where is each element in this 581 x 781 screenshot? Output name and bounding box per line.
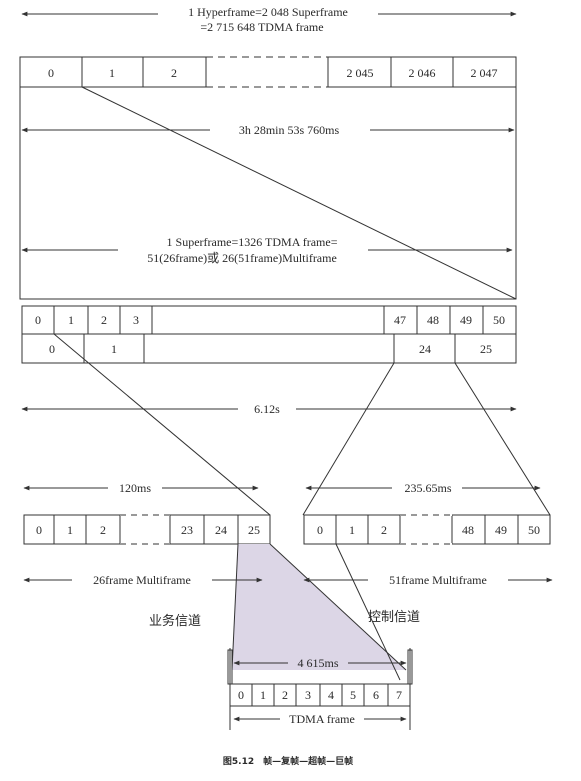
- superframe-cell-label: 0: [49, 342, 55, 356]
- tdma-slot-label: 4: [328, 688, 334, 702]
- multiframe51-cell-label: 2: [381, 523, 387, 537]
- multiframe51-duration: 235.65ms: [404, 481, 451, 495]
- control-channel-label: 控制信道: [368, 609, 420, 624]
- superframe-cell-label: 24: [419, 342, 431, 356]
- tdma-slot-label: 6: [373, 688, 379, 702]
- superframe-row-51: [21, 305, 517, 335]
- superframe-cell-label: 0: [35, 313, 41, 327]
- traffic-zoom-line-right: [269, 543, 407, 671]
- superframe-cell-label: 2: [101, 313, 107, 327]
- multiframe51-cell-label: 0: [317, 523, 323, 537]
- hyperframe-section: 1 Hyperframe=2 048 Superframe =2 715 648…: [19, 5, 517, 300]
- traffic-zoom-line-left: [231, 543, 239, 671]
- multiframe26-label: 26frame Multiframe: [93, 573, 191, 587]
- tdma-slot-label: 5: [350, 688, 356, 702]
- superframe-label-line1: 1 Superframe=1326 TDMA frame=: [167, 235, 338, 249]
- superframe-cell-label: 1: [111, 342, 117, 356]
- tdma-slot-label: 0: [238, 688, 244, 702]
- traffic-channel-zoom-shade: [232, 544, 406, 670]
- tdma-slot-label: 2: [282, 688, 288, 702]
- hyperframe-cell-label: 2 047: [471, 66, 498, 80]
- superframe-cell-label: 3: [133, 313, 139, 327]
- superframe-row-26: [21, 333, 517, 364]
- superframe-zoom-line-left: [53, 333, 271, 516]
- superframe-label-line2: 51(26frame)或 26(51frame)Multiframe: [147, 251, 337, 265]
- multiframe26-cell-label: 24: [215, 523, 227, 537]
- multiframe51-label: 51frame Multiframe: [389, 573, 487, 587]
- multiframe-section: 120ms 235.65ms 0 1 2 23 24 25 0: [23, 481, 553, 681]
- hyperframe-label-line1: 1 Hyperframe=2 048 Superframe: [188, 5, 348, 19]
- hyperframe-cell-label: 0: [48, 66, 54, 80]
- superframe-cell-label: 47: [394, 313, 406, 327]
- superframe-duration: 6.12s: [254, 402, 280, 416]
- superframe-cell-label: 49: [460, 313, 472, 327]
- hyperframe-duration: 3h 28min 53s 760ms: [239, 123, 340, 137]
- hyperframe-cell-label: 1: [109, 66, 115, 80]
- multiframe51-cell-label: 49: [495, 523, 507, 537]
- multiframe26-cell-label: 25: [248, 523, 260, 537]
- superframe-cell-label: 48: [427, 313, 439, 327]
- tdma-slot-label: 1: [260, 688, 266, 702]
- multiframe26-cell-label: 23: [181, 523, 193, 537]
- hyperframe-cell-label: 2: [171, 66, 177, 80]
- superframe-cell-label: 1: [68, 313, 74, 327]
- multiframe26-cell-label: 2: [100, 523, 106, 537]
- superframe-cell-label: 50: [493, 313, 505, 327]
- superframe-cell-label: 25: [480, 342, 492, 356]
- tdma-slot-label: 3: [305, 688, 311, 702]
- hyperframe-cell-label: 2 045: [347, 66, 374, 80]
- tdma-frame-label: TDMA frame: [289, 712, 355, 726]
- multiframe26-cell-label: 1: [67, 523, 73, 537]
- tdma-slot-label: 7: [396, 688, 402, 702]
- superframe-zoom-line-right: [454, 362, 551, 516]
- multiframe26-box: [23, 514, 271, 545]
- figure-caption: 图5.12 帧—复帧—超帧—巨帧: [223, 755, 353, 767]
- hyperframe-label-line2: =2 715 648 TDMA frame: [200, 20, 323, 34]
- hyperframe-zoom-line: [81, 86, 517, 300]
- multiframe26-cell-label: 0: [36, 523, 42, 537]
- multiframe51-cell-label: 1: [349, 523, 355, 537]
- traffic-channel-label: 业务信道: [149, 613, 201, 628]
- hyperframe-cell-label: 2 046: [409, 66, 436, 80]
- tdma-duration: 4 615ms: [297, 656, 338, 670]
- multiframe51-cell-label: 50: [528, 523, 540, 537]
- multiframe51-cell-label: 48: [462, 523, 474, 537]
- control-zoom-line: [335, 543, 401, 681]
- tdma-section: 4 615ms 0 1 2 3 4 5 6 7 TDMA frame: [227, 648, 413, 730]
- superframe-section: 1 Superframe=1326 TDMA frame= 51(26frame…: [21, 235, 551, 516]
- multiframe26-duration: 120ms: [119, 481, 151, 495]
- superframe-zoom-line-center: [302, 362, 395, 516]
- multiframe51-box: [303, 514, 551, 545]
